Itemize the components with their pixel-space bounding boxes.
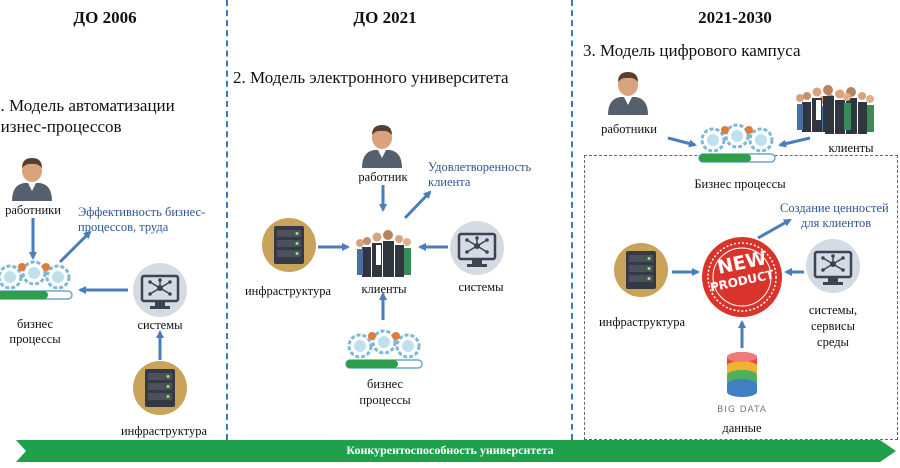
infrastructure-icon-1 [133,361,187,415]
efficiency-label-line2: процессов, труда [78,220,169,234]
systems-label-3-line2: сервисы [810,319,856,333]
business-processes-label-3: Бизнес процессы [694,177,786,191]
infrastructure-icon-2 [262,218,316,272]
bottom-banner-text: Конкурентоспособность университета [346,443,554,457]
infrastructure-icon-3 [614,243,668,297]
infrastructure-label-3: инфраструктура [598,315,686,329]
infrastructure-label-1: инфраструктура [120,424,208,438]
worker-label-2: работник [358,170,408,184]
systems-icon-1 [131,261,189,319]
business-process-icon-2 [346,331,422,368]
bottom-banner-arrow [16,440,896,462]
column-header-2: ДО 2021 [353,8,417,27]
new-product-seal [702,237,782,317]
infrastructure-label-2: инфраструктура [244,284,332,298]
workers-icon-3 [608,72,648,115]
clients-label-3: клиенты [828,141,874,155]
big-data-label: BIG DATA [717,405,767,415]
systems-label-3-line3: среды [817,335,849,349]
systems-label-1: системы [137,318,183,332]
systems-label-2: системы [458,280,504,294]
systems-label-3-line1: системы, [808,303,858,317]
workers-icon-1 [12,158,52,201]
value-label-line1: Создание ценностей [780,201,889,215]
satisfaction-label-line2: клиента [428,175,471,189]
model-title-2: 2. Модель электронного университета [233,68,509,87]
processes-label-1-line1: бизнес [16,317,54,331]
column-divider-1 [226,0,228,440]
systems-icon-3 [804,237,862,295]
worker-icon-2 [362,125,402,168]
value-label-line2: для клиентов [801,216,872,230]
satisfaction-label-line1: Удовлетворенность [428,160,532,174]
big-data-icon [727,352,757,397]
column-divider-2 [571,0,573,440]
column-header-1: ДО 2006 [73,8,137,27]
business-process-icon-3 [699,125,775,162]
workers-label-3: работники [601,122,657,136]
model-title-1-line1: 1. Модель автоматизации [0,96,175,115]
clients-label-2: клиенты [361,282,407,296]
workers-label-1: работники [5,203,61,217]
model-title-3: 3. Модель цифрового кампуса [583,41,801,60]
processes-label-2-line1: бизнес [366,377,404,391]
business-process-icon-1 [0,262,72,299]
processes-label-1-line2: процессы [9,332,61,346]
data-label: данные [722,421,762,435]
systems-icon-2 [448,219,506,277]
processes-label-2-line2: процессы [359,393,411,407]
model-title-1-line2: бизнес-процессов [0,117,122,136]
column-header-3: 2021-2030 [698,8,772,27]
efficiency-label-line1: Эффективность бизнес- [78,205,206,219]
clients-icon-2 [356,230,411,277]
